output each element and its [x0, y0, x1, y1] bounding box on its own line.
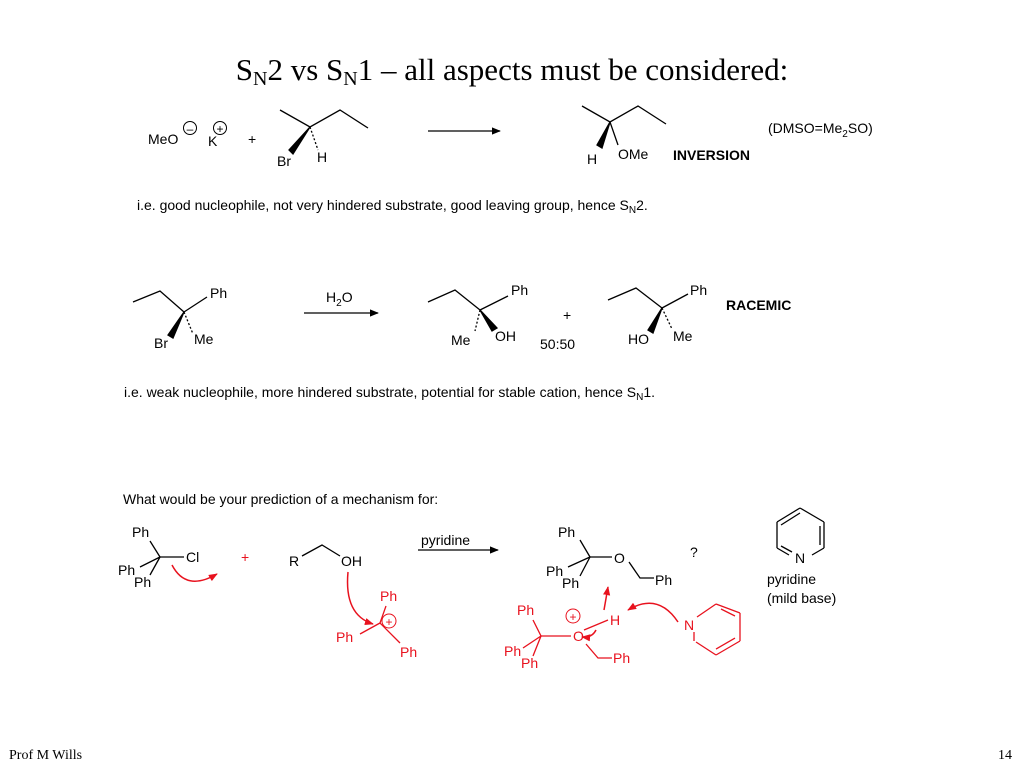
methoxide-reagent: MeO – K +: [148, 121, 227, 149]
curly-arrow-icon: [171, 564, 218, 582]
product-alcohol-2: [607, 287, 689, 334]
reaction2: Ph Br Me H2O Ph Me OH + 50:50 Ph: [132, 282, 791, 352]
reaction2-explanation: i.e. weak nucleophile, more hindered sub…: [124, 384, 656, 403]
trityl-cation: [359, 605, 401, 644]
negative-charge-sign: –: [187, 122, 194, 136]
phenyl-label: Ph: [400, 644, 417, 660]
reaction1-explanation: i.e. good nucleophile, not very hindered…: [137, 197, 648, 216]
plus-sign: +: [241, 549, 249, 565]
chlorine-label: Cl: [186, 549, 199, 565]
methyl-label: Me: [673, 328, 693, 344]
product-hydrogen-label: H: [587, 151, 597, 167]
nitrogen-label: N: [795, 550, 805, 566]
page-number: 14: [998, 748, 1012, 763]
pyridine-structure: [776, 507, 825, 556]
slide-title: SN2 vs SN1 – all aspects must be conside…: [235, 52, 789, 90]
ether-oxygen-label: O: [614, 550, 625, 566]
nitrogen-label: N: [684, 617, 694, 633]
oxonium-intermediate: [522, 619, 612, 659]
phenyl-label: Ph: [380, 588, 397, 604]
positive-charge-icon: [565, 608, 581, 624]
curly-arrow-icon: [346, 571, 374, 626]
racemic-label: RACEMIC: [726, 297, 791, 313]
question-prompt: What would be your prediction of a mecha…: [123, 491, 439, 507]
positive-charge-sign: +: [216, 122, 223, 136]
phenyl-label: Ph: [504, 643, 521, 659]
hydroxyl-label: OH: [495, 328, 516, 344]
reaction1: MeO – K + + Br H H OMe: [148, 105, 873, 169]
phenyl-label: Ph: [134, 574, 151, 590]
water-label: H2O: [326, 289, 353, 309]
trityl-chloride: [139, 540, 184, 576]
alcohol-reagent: [301, 544, 341, 557]
pyridine-name-label: pyridine: [767, 571, 816, 587]
wedge-bond-icon: [596, 121, 611, 149]
methoxy-label: OMe: [618, 146, 649, 162]
question-mark: ?: [690, 544, 698, 560]
reagent-pyridine-label: pyridine: [421, 532, 470, 548]
question-scheme: Ph Cl Ph Ph + R OH Ph + Ph Ph: [118, 507, 836, 671]
wedge-bond-icon: [288, 126, 311, 156]
cation-charge-sign: +: [385, 615, 392, 629]
oxonium-oxygen-label: O: [573, 628, 584, 644]
hydroxyl-label: HO: [628, 331, 649, 347]
phenyl-label: Ph: [132, 524, 149, 540]
phenyl-label: Ph: [210, 285, 227, 301]
phenyl-label: Ph: [562, 575, 579, 591]
phenyl-label: Ph: [336, 629, 353, 645]
positive-charge-icon: [381, 613, 397, 629]
plus-sign: +: [248, 131, 256, 147]
methyl-label: Me: [451, 332, 471, 348]
mild-base-label: (mild base): [767, 590, 836, 606]
phenyl-label: Ph: [521, 655, 538, 671]
plus-sign: +: [563, 307, 571, 323]
inversion-label: INVERSION: [673, 147, 750, 163]
wedge-bond-icon: [647, 307, 663, 334]
phenyl-label: Ph: [690, 282, 707, 298]
curly-arrow-icon: [603, 586, 611, 611]
negative-charge-icon: [183, 121, 197, 135]
curly-arrow-icon: [627, 602, 679, 623]
product-alcohol-1: [427, 289, 509, 332]
pyridine-base-red: [693, 603, 741, 656]
phenyl-label: Ph: [613, 650, 630, 666]
ratio-label: 50:50: [540, 336, 575, 352]
hydrogen-label: H: [317, 149, 327, 165]
methoxide-label: MeO: [148, 131, 178, 147]
trityl-ether-product: [567, 539, 654, 579]
phenyl-label: Ph: [558, 524, 575, 540]
phenyl-label: Ph: [655, 572, 672, 588]
phenyl-label: Ph: [511, 282, 528, 298]
hydroxyl-label: OH: [341, 553, 362, 569]
methyl-label: Me: [194, 331, 214, 347]
bromine-label: Br: [277, 153, 291, 169]
wedge-bond-icon: [167, 311, 185, 339]
hydrogen-label: H: [610, 612, 620, 628]
potassium-label: K: [208, 133, 218, 149]
positive-charge-icon: [213, 121, 227, 135]
phenyl-label: Ph: [546, 563, 563, 579]
product-ether: [581, 105, 667, 149]
phenyl-label: Ph: [118, 562, 135, 578]
author-footer: Prof M Wills: [9, 748, 83, 763]
substrate-2-bromobutane: [279, 109, 369, 156]
solvent-note: (DMSO=Me2SO): [768, 120, 873, 140]
curly-arrow-icon: [581, 629, 597, 642]
wedge-bond-icon: [479, 309, 499, 332]
r-group-label: R: [289, 553, 299, 569]
bromine-label: Br: [154, 335, 168, 351]
phenyl-label: Ph: [517, 602, 534, 618]
tertiary-bromide: [132, 290, 208, 339]
oxonium-charge-sign: +: [569, 610, 576, 624]
